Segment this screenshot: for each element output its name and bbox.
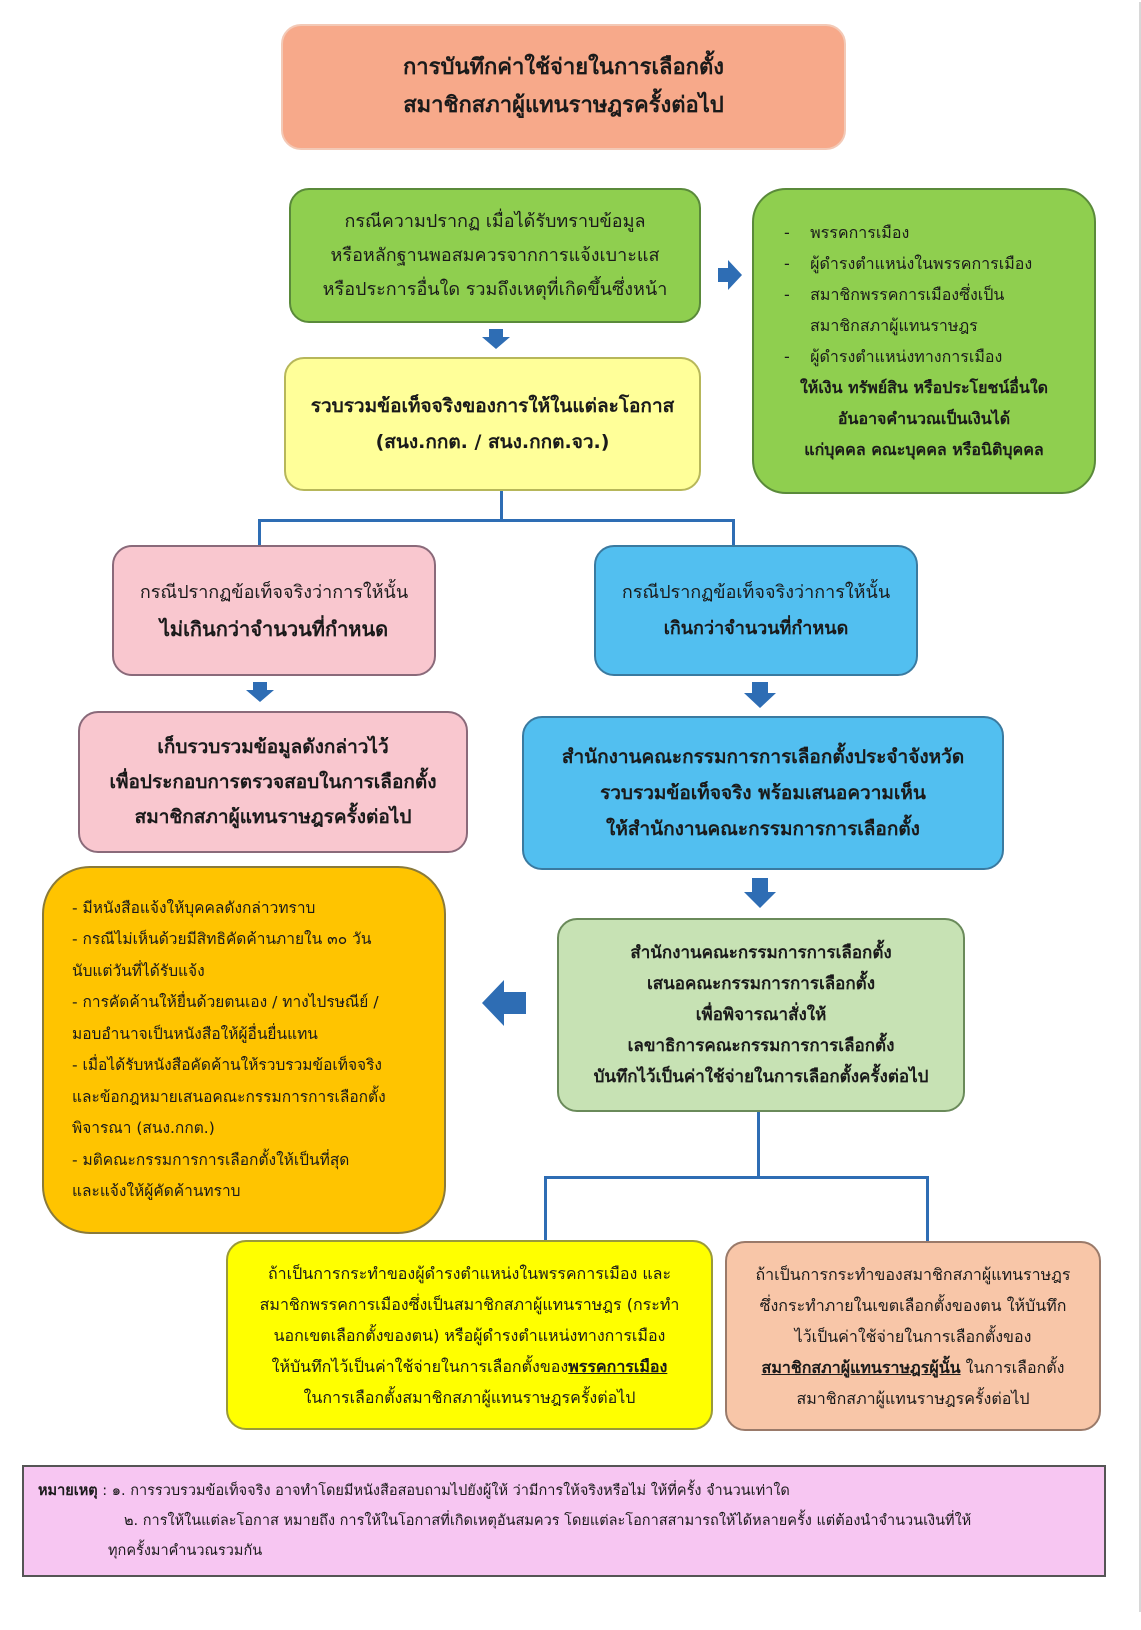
- notify-line-6: - เมื่อได้รับหนังสือคัดค้านให้รวบรวมข้อเ…: [72, 1056, 382, 1074]
- notify-line-5: มอบอำนาจเป็นหนังสือให้ผู้อื่นยื่นแทน: [72, 1024, 318, 1043]
- mp-emphasis: สมาชิกสภาผู้แทนราษฎรผู้นั้น: [761, 1357, 961, 1377]
- note-label: หมายเหตุ: [38, 1483, 98, 1499]
- title-line-1: การบันทึกค่าใช้จ่ายในการเลือกตั้ง: [402, 55, 725, 80]
- party-emphasis: พรรคการเมือง: [568, 1356, 668, 1376]
- subject-item-3: - สมาชิกพรรคการเมืองซึ่งเป็น: [784, 285, 1005, 304]
- notify-line-3: นับแต่วันที่ได้รับแจ้ง: [72, 961, 205, 980]
- arrow-down-icon: [246, 682, 274, 702]
- notify-line-10: และแจ้งให้ผู้คัดค้านทราบ: [72, 1182, 241, 1200]
- party-case-line-1: ถ้าเป็นการกระทำของผู้ดำรงตำแหน่งในพรรคกา…: [267, 1263, 672, 1283]
- collect-line-2: (สนง.กกต. / สนง.กกต.จว.): [375, 431, 610, 453]
- mp-case-line-2: ซึ่งกระทำภายในเขตเลือกตั้งของตน ให้บันทึ…: [759, 1295, 1067, 1315]
- title-box: การบันทึกค่าใช้จ่ายในการเลือกตั้ง สมาชิก…: [281, 24, 846, 150]
- note-line-3: ทุกครั้งมาคำนวณรวมกัน: [108, 1543, 263, 1559]
- case-over-box: กรณีปรากฏข้อเท็จจริงว่าการให้นั้น เกินกว…: [594, 545, 918, 676]
- case-over-line-1: กรณีปรากฏข้อเท็จจริงว่าการให้นั้น: [621, 581, 891, 603]
- note-line-1: หมายเหตุ : ๑. การรวบรวมข้อเท็จจริง อาจทำ…: [38, 1483, 790, 1499]
- notify-line-7: และข้อกฎหมายเสนอคณะกรรมการการเลือกตั้ง: [72, 1087, 386, 1106]
- start-line-1: กรณีความปรากฏ เมื่อได้รับทราบข้อมูล: [344, 210, 646, 232]
- party-case-line-2: สมาชิกพรรคการเมืองซึ่งเป็นสมาชิกสภาผู้แท…: [259, 1294, 680, 1314]
- note-box: หมายเหตุ : ๑. การรวบรวมข้อเท็จจริง อาจทำ…: [22, 1465, 1106, 1577]
- case-under-box: กรณีปรากฏข้อเท็จจริงว่าการให้นั้น ไม่เกิ…: [112, 545, 436, 676]
- collect-line-1: รวบรวมข้อเท็จจริงของการให้ในแต่ละโอกาส: [310, 395, 675, 417]
- title-line-2: สมาชิกสภาผู้แทนราษฎรครั้งต่อไป: [403, 93, 724, 118]
- office-line-4: เลขาธิการคณะกรรมการการเลือกตั้ง: [627, 1035, 895, 1056]
- note-line-2: ๒. การให้ในแต่ละโอกาส หมายถึง การให้ในโอ…: [124, 1513, 972, 1529]
- start-line-3: หรือประการอื่นใด รวมถึงเหตุที่เกิดขึ้นซึ…: [322, 278, 668, 300]
- keep-line-1: เก็บรวบรวมข้อมูลดังกล่าวไว้: [157, 735, 389, 758]
- subject-item-2: - ผู้ดำรงตำแหน่งในพรรคการเมือง: [784, 254, 1033, 273]
- mp-case-line-5: สมาชิกสภาผู้แทนราษฎรครั้งต่อไป: [796, 1388, 1030, 1408]
- subjects-box: - พรรคการเมือง - ผู้ดำรงตำแหน่งในพรรคการ…: [752, 188, 1096, 494]
- province-line-2: รวบรวมข้อเท็จจริง พร้อมเสนอความเห็น: [600, 782, 926, 804]
- subjects-bold-3: แก่บุคคล คณะบุคคล หรือนิติบุคคล: [804, 440, 1044, 459]
- connector-bottom-vertical: [757, 1112, 760, 1178]
- case-over-line-2: เกินกว่าจำนวนที่กำหนด: [663, 617, 849, 639]
- notify-line-2: - กรณีไม่เห็นด้วยมีสิทธิคัดค้านภายใน ๓๐ …: [72, 930, 372, 948]
- arrow-down-icon: [744, 682, 776, 708]
- office-box: สำนักงานคณะกรรมการการเลือกตั้ง เสนอคณะกร…: [557, 918, 965, 1112]
- case-under-line-1: กรณีปรากฏข้อเท็จจริงว่าการให้นั้น: [139, 581, 409, 603]
- office-line-3: เพื่อพิจารณาสั่งให้: [695, 1004, 827, 1025]
- connector-split-vertical: [500, 491, 503, 521]
- connector-bottom-horizontal: [544, 1176, 929, 1179]
- notify-line-4: - การคัดค้านให้ยื่นด้วยตนเอง / ทางไปรษณี…: [72, 993, 379, 1011]
- mp-case-line-1: ถ้าเป็นการกระทำของสมาชิกสภาผู้แทนราษฎร: [755, 1264, 1071, 1284]
- keep-box: เก็บรวบรวมข้อมูลดังกล่าวไว้ เพื่อประกอบก…: [78, 711, 468, 853]
- arrow-down-icon: [744, 878, 776, 908]
- connector-bottom-left: [544, 1176, 547, 1242]
- party-case-line-5: ในการเลือกตั้งสมาชิกสภาผู้แทนราษฎรครั้งต…: [303, 1387, 636, 1407]
- province-line-1: สำนักงานคณะกรรมการการเลือกตั้งประจำจังหว…: [561, 746, 965, 768]
- case-under-line-2: ไม่เกินกว่าจำนวนที่กำหนด: [159, 616, 389, 641]
- notify-line-8: พิจารณา (สนง.กกต.): [72, 1119, 215, 1137]
- subject-item-4: - ผู้ดำรงตำแหน่งทางการเมือง: [784, 347, 1003, 366]
- province-line-3: ให้สำนักงานคณะกรรมการการเลือกตั้ง: [606, 818, 920, 840]
- office-line-2: เสนอคณะกรรมการการเลือกตั้ง: [646, 973, 876, 994]
- notify-line-1: - มีหนังสือแจ้งให้บุคคลดังกล่าวทราบ: [72, 898, 316, 917]
- keep-line-2: เพื่อประกอบการตรวจสอบในการเลือกตั้ง: [109, 770, 437, 793]
- mp-case-line-4: สมาชิกสภาผู้แทนราษฎรผู้นั้น ในการเลือกตั…: [761, 1357, 1065, 1377]
- keep-line-3: สมาชิกสภาผู้แทนราษฎรครั้งต่อไป: [134, 805, 412, 828]
- connector-split-right: [732, 519, 735, 545]
- arrow-down-icon: [482, 329, 510, 349]
- connector-split-left: [258, 519, 261, 545]
- connector-bottom-right: [926, 1176, 929, 1242]
- collect-box: รวบรวมข้อเท็จจริงของการให้ในแต่ละโอกาส (…: [284, 357, 701, 491]
- start-line-2: หรือหลักฐานพอสมควรจากการแจ้งเบาะแส: [330, 244, 660, 266]
- connector-split-horizontal: [258, 519, 735, 522]
- notify-box: - มีหนังสือแจ้งให้บุคคลดังกล่าวทราบ - กร…: [42, 866, 446, 1234]
- subject-item-1: - พรรคการเมือง: [784, 223, 910, 242]
- mp-case-line-3: ไว้เป็นค่าใช้จ่ายในการเลือกตั้งของ: [794, 1326, 1032, 1346]
- arrow-right-icon: [718, 260, 742, 290]
- start-box: กรณีความปรากฏ เมื่อได้รับทราบข้อมูล หรือ…: [289, 188, 701, 323]
- subjects-bold-1: ให้เงิน ทรัพย์สิน หรือประโยชน์อื่นใด: [799, 378, 1049, 397]
- province-box: สำนักงานคณะกรรมการการเลือกตั้งประจำจังหว…: [522, 716, 1004, 870]
- subjects-bold-2: อันอาจคำนวณเป็นเงินได้: [837, 409, 1011, 428]
- office-line-5: บันทึกไว้เป็นค่าใช้จ่ายในการเลือกตั้งครั…: [593, 1066, 929, 1087]
- party-case-line-3: นอกเขตเลือกตั้งของตน) หรือผู้ดำรงตำแหน่ง…: [273, 1325, 666, 1345]
- party-case-line-4: ให้บันทึกไว้เป็นค่าใช้จ่ายในการเลือกตั้ง…: [271, 1356, 668, 1376]
- party-case-box: ถ้าเป็นการกระทำของผู้ดำรงตำแหน่งในพรรคกา…: [226, 1240, 713, 1430]
- office-line-1: สำนักงานคณะกรรมการการเลือกตั้ง: [630, 942, 892, 963]
- subject-item-3-cont: สมาชิกสภาผู้แทนราษฎร: [810, 316, 978, 335]
- mp-case-box: ถ้าเป็นการกระทำของสมาชิกสภาผู้แทนราษฎร ซ…: [725, 1241, 1101, 1431]
- notify-line-9: - มติคณะกรรมการการเลือกตั้งให้เป็นที่สุด: [72, 1150, 350, 1169]
- arrow-left-icon: [482, 980, 526, 1026]
